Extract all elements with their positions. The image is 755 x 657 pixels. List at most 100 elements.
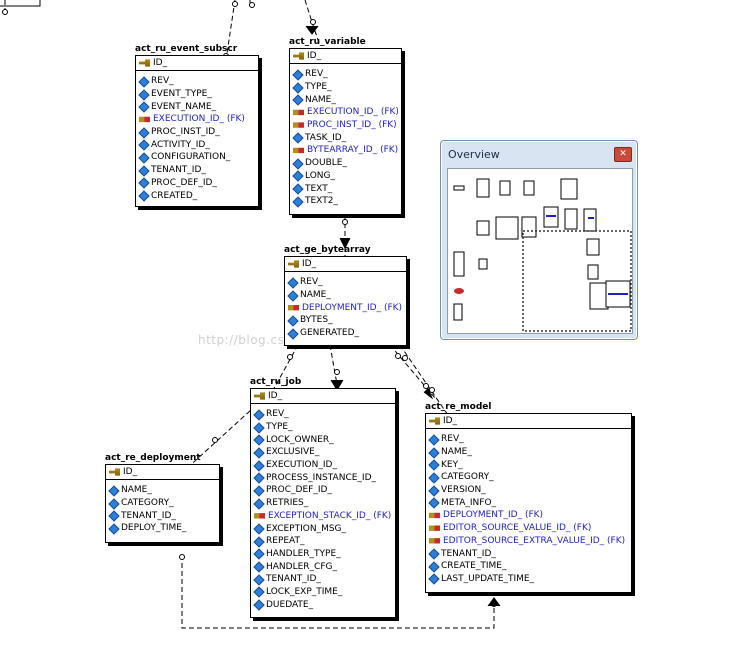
column-row[interactable]: EDITOR_SOURCE_VALUE_ID_ (FK) — [426, 522, 631, 535]
column-name: EDITOR_SOURCE_VALUE_ID_ (FK) — [443, 523, 592, 534]
column-icon — [293, 95, 302, 104]
table-act-ru-job[interactable]: ID_ REV_TYPE_LOCK_OWNER_EXCLUSIVE_EXECUT… — [250, 388, 396, 618]
column-row[interactable]: TYPE_ — [251, 421, 395, 434]
column-name: EXCEPTION_STACK_ID_ (FK) — [268, 510, 392, 521]
table-act-ru-event-subscr[interactable]: ID_ REV_EVENT_TYPE_EVENT_NAME_EXECUTION_… — [135, 55, 259, 207]
column-row[interactable]: NAME_ — [290, 93, 401, 106]
column-row[interactable]: REV_ — [426, 433, 631, 446]
column-row[interactable]: EXCEPTION_STACK_ID_ (FK) — [251, 510, 395, 523]
column-row[interactable]: PROCESS_INSTANCE_ID_ — [251, 471, 395, 484]
column-row[interactable]: EVENT_NAME_ — [136, 100, 258, 113]
column-row[interactable]: TENANT_ID_ — [136, 164, 258, 177]
column-row[interactable]: GENERATED_ — [285, 327, 406, 340]
column-name: EDITOR_SOURCE_EXTRA_VALUE_ID_ (FK) — [443, 535, 626, 546]
table-act-re-model[interactable]: ID_ REV_NAME_KEY_CATEGORY_VERSION_META_I… — [425, 413, 632, 593]
primary-key-row: ID_ — [136, 56, 258, 71]
primary-key-row: ID_ — [106, 465, 219, 480]
column-name: PROC_DEF_ID_ — [266, 485, 332, 496]
column-row[interactable]: EXCEPTION_MSG_ — [251, 522, 395, 535]
column-row[interactable]: CONFIGURATION_ — [136, 151, 258, 164]
column-name: BYTEARRAY_ID_ (FK) — [307, 145, 399, 156]
column-row[interactable]: EXECUTION_ID_ (FK) — [290, 106, 401, 119]
column-row[interactable]: LOCK_EXP_TIME_ — [251, 586, 395, 599]
column-icon — [254, 486, 263, 495]
column-row[interactable]: PROC_INST_ID_ (FK) — [290, 119, 401, 132]
column-row[interactable]: EDITOR_SOURCE_EXTRA_VALUE_ID_ (FK) — [426, 535, 631, 548]
table-act-re-deployment[interactable]: ID_ NAME_CATEGORY_TENANT_ID_DEPLOY_TIME_ — [105, 464, 220, 543]
column-row[interactable]: HANDLER_TYPE_ — [251, 548, 395, 561]
column-name: HANDLER_TYPE_ — [266, 548, 341, 559]
column-row[interactable]: DOUBLE_ — [290, 157, 401, 170]
column-row[interactable]: REV_ — [136, 75, 258, 88]
column-row[interactable]: BYTES_ — [285, 314, 406, 327]
column-row[interactable]: TENANT_ID_ — [106, 509, 219, 522]
column-row[interactable]: KEY_ — [426, 458, 631, 471]
column-row[interactable]: ACTIVITY_ID_ — [136, 138, 258, 151]
column-row[interactable]: NAME_ — [106, 484, 219, 497]
column-row[interactable]: TYPE_ — [290, 81, 401, 94]
pk-label: ID_ — [123, 467, 138, 477]
column-row[interactable]: TASK_ID_ — [290, 131, 401, 144]
column-icon — [293, 70, 302, 79]
column-name: LONG_ — [305, 170, 335, 181]
column-name: TYPE_ — [305, 82, 332, 93]
column-row[interactable]: EXECUTION_ID_ (FK) — [136, 113, 258, 126]
table-act-ru-variable[interactable]: ID_ REV_TYPE_NAME_EXECUTION_ID_ (FK)PROC… — [289, 48, 402, 215]
column-row[interactable]: NAME_ — [285, 289, 406, 302]
column-icon — [429, 498, 438, 507]
column-row[interactable]: LOCK_OWNER_ — [251, 433, 395, 446]
column-icon — [288, 278, 297, 287]
column-row[interactable]: REV_ — [290, 68, 401, 81]
column-row[interactable]: META_INFO_ — [426, 496, 631, 509]
column-row[interactable]: CATEGORY_ — [426, 471, 631, 484]
table-act-ge-bytearray[interactable]: ID_ REV_NAME_DEPLOYMENT_ID_ (FK)BYTES_GE… — [284, 256, 407, 346]
column-row[interactable]: HANDLER_CFG_ — [251, 560, 395, 573]
column-row[interactable]: RETRIES_ — [251, 497, 395, 510]
column-name: TENANT_ID_ — [441, 548, 496, 559]
column-row[interactable]: EXCLUSIVE_ — [251, 446, 395, 459]
column-row[interactable]: BYTEARRAY_ID_ (FK) — [290, 144, 401, 157]
column-row[interactable]: LONG_ — [290, 170, 401, 183]
column-row[interactable]: DEPLOYMENT_ID_ (FK) — [426, 509, 631, 522]
column-row[interactable]: REV_ — [285, 276, 406, 289]
pk-label: ID_ — [302, 259, 317, 269]
column-row[interactable]: NAME_ — [426, 446, 631, 459]
overview-title: Overview — [448, 148, 500, 161]
column-name: EXECUTION_ID_ (FK) — [153, 114, 245, 125]
overview-minimap[interactable] — [447, 168, 633, 334]
column-name: RETRIES_ — [266, 498, 309, 509]
column-row[interactable]: CREATED_ — [136, 189, 258, 202]
column-row[interactable]: DUEDATE_ — [251, 598, 395, 611]
column-icon — [254, 524, 263, 533]
column-icon — [139, 191, 148, 200]
column-row[interactable]: TENANT_ID_ — [426, 547, 631, 560]
column-row[interactable]: PROC_DEF_ID_ — [251, 484, 395, 497]
column-row[interactable]: DEPLOYMENT_ID_ (FK) — [285, 301, 406, 314]
column-row[interactable]: TEXT2_ — [290, 195, 401, 208]
column-name: VERSION_ — [441, 485, 486, 496]
column-row[interactable]: LAST_UPDATE_TIME_ — [426, 573, 631, 586]
column-row[interactable]: REPEAT_ — [251, 535, 395, 548]
column-name: DEPLOY_TIME_ — [121, 523, 187, 534]
column-icon — [254, 435, 263, 444]
column-icon — [139, 140, 148, 149]
column-row[interactable]: DEPLOY_TIME_ — [106, 522, 219, 535]
column-row[interactable]: TEXT_ — [290, 182, 401, 195]
column-row[interactable]: REV_ — [251, 408, 395, 421]
close-icon[interactable]: ✕ — [614, 147, 632, 162]
column-row[interactable]: CREATE_TIME_ — [426, 560, 631, 573]
column-row[interactable]: TENANT_ID_ — [251, 573, 395, 586]
column-name: TEXT2_ — [305, 196, 338, 207]
column-icon — [293, 159, 302, 168]
foreign-key-icon — [429, 538, 440, 544]
column-row[interactable]: PROC_DEF_ID_ — [136, 177, 258, 190]
column-row[interactable]: CATEGORY_ — [106, 497, 219, 510]
column-row[interactable]: VERSION_ — [426, 484, 631, 497]
overview-panel[interactable]: Overview ✕ — [440, 140, 638, 340]
foreign-key-icon — [288, 305, 299, 311]
column-list: REV_TYPE_LOCK_OWNER_EXCLUSIVE_EXECUTION_… — [251, 404, 395, 611]
column-row[interactable]: EVENT_TYPE_ — [136, 88, 258, 101]
column-row[interactable]: EXECUTION_ID_ — [251, 459, 395, 472]
column-row[interactable]: PROC_INST_ID_ — [136, 126, 258, 139]
column-list: REV_NAME_KEY_CATEGORY_VERSION_META_INFO_… — [426, 429, 631, 585]
